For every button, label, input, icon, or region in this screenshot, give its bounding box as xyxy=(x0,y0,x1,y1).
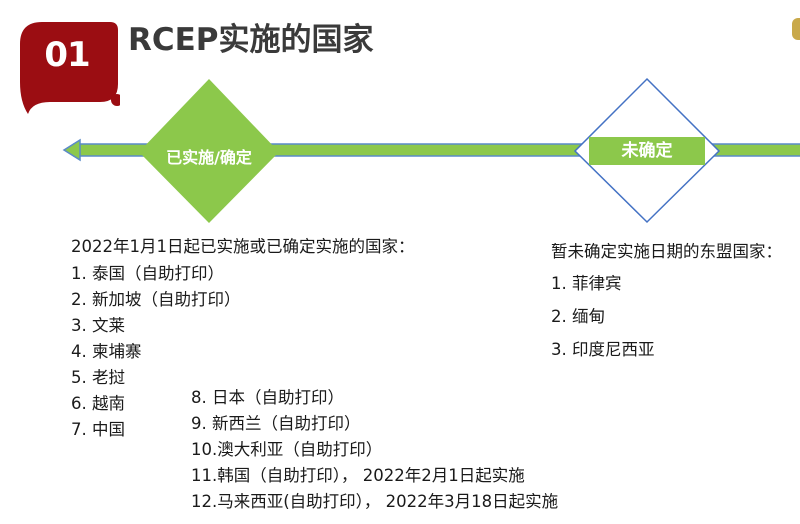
list-item: 12.马来西亚(自助打印）， 2022年3月18日起实施 xyxy=(191,492,559,511)
implemented-node xyxy=(139,79,279,223)
undetermined-label: 未确定 xyxy=(589,137,705,165)
list-item: 8. 日本（自助打印） xyxy=(191,388,344,407)
list-item: 7. 中国 xyxy=(71,420,125,439)
badge-number: 01 xyxy=(44,35,90,75)
list-item: 10.澳大利亚（自助打印） xyxy=(191,440,383,459)
implemented-label: 已实施/确定 xyxy=(166,148,252,167)
implemented-heading: 2022年1月1日起已实施或已确定实施的国家： xyxy=(71,237,415,256)
badge-dot xyxy=(111,94,120,106)
list-item: 6. 越南 xyxy=(71,394,125,413)
undetermined-heading: 暂未确定实施日期的东盟国家： xyxy=(551,242,782,261)
list-item: 2. 缅甸 xyxy=(551,307,605,326)
list-item: 2. 新加坡（自助打印） xyxy=(71,290,241,309)
badge-shape xyxy=(20,22,118,114)
list-item: 3. 文莱 xyxy=(71,316,125,335)
list-item: 1. 泰国（自助打印） xyxy=(71,264,224,283)
corner-decoration xyxy=(792,18,800,40)
list-item: 4. 柬埔寨 xyxy=(71,342,142,361)
list-item: 9. 新西兰（自助打印） xyxy=(191,414,361,433)
list-item: 11.韩国（自助打印）， 2022年2月1日起实施 xyxy=(191,466,525,485)
list-item: 1. 菲律宾 xyxy=(551,274,622,293)
list-item: 3. 印度尼西亚 xyxy=(551,340,655,359)
timeline-arrow-icon xyxy=(62,138,81,162)
list-item: 5. 老挝 xyxy=(71,368,125,387)
section-badge xyxy=(20,22,120,114)
page-title: RCEP实施的国家 xyxy=(128,22,374,58)
